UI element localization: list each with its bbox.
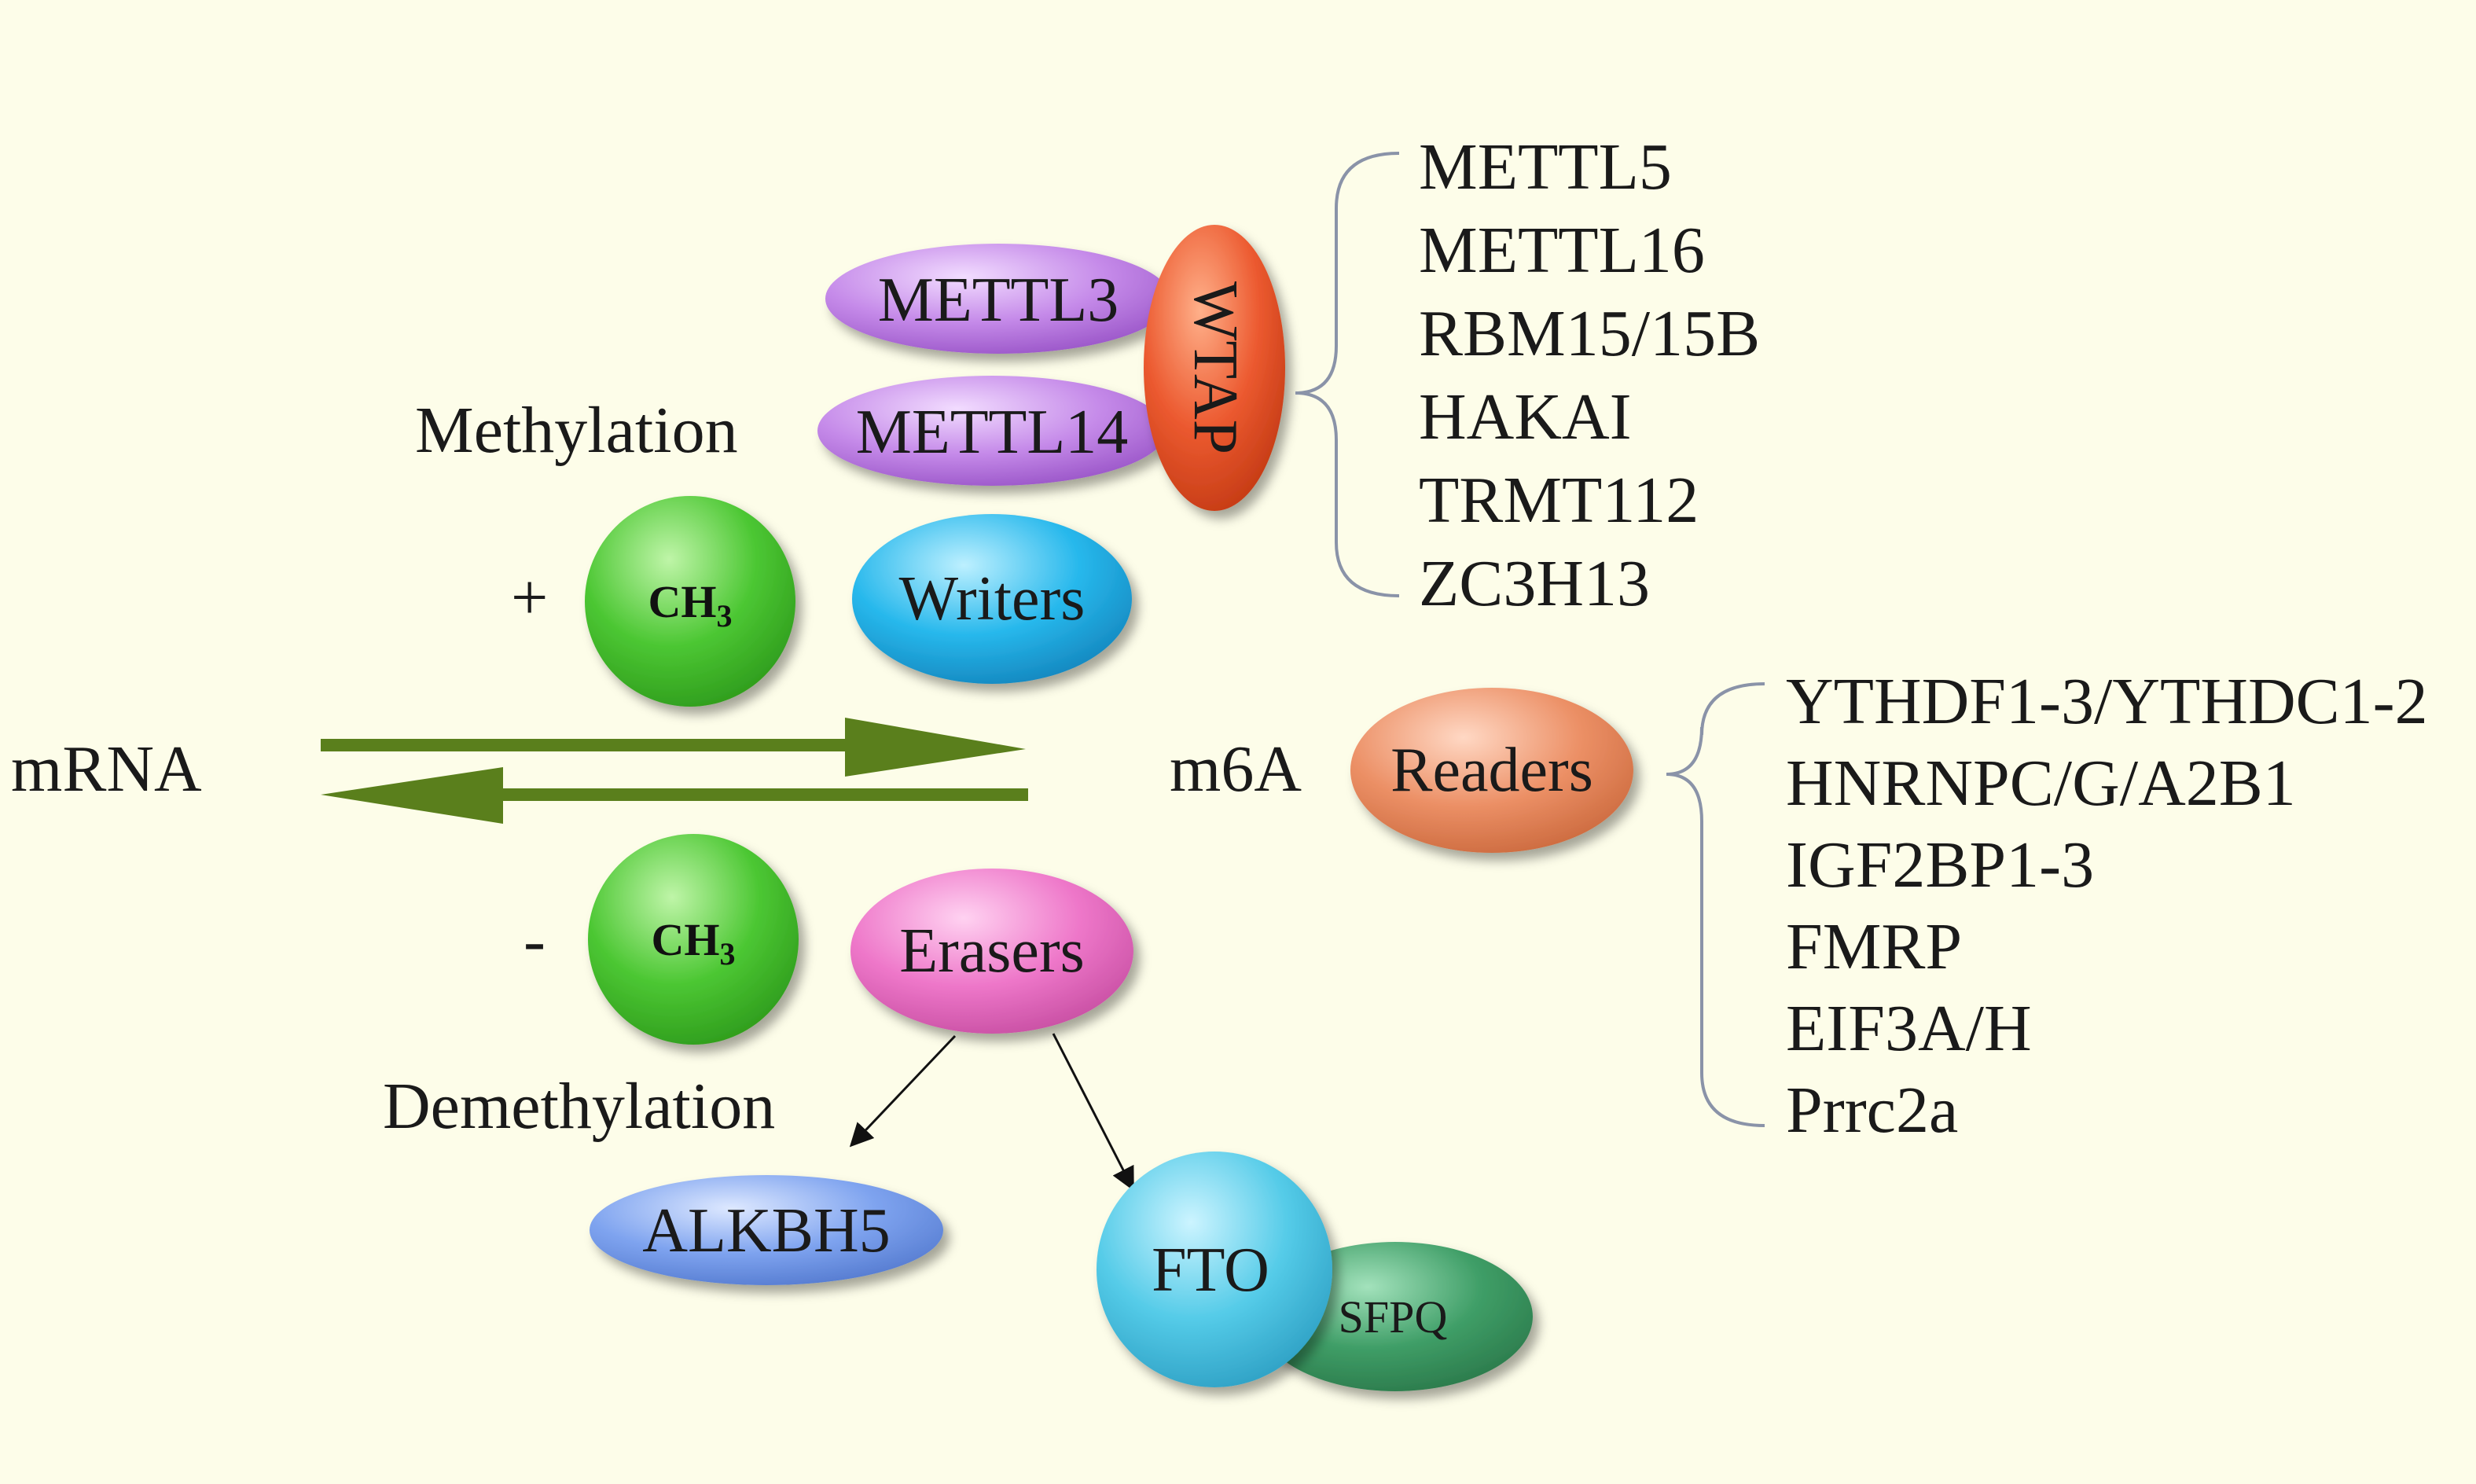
fto-label: FTO xyxy=(1152,1236,1269,1305)
alkbh5-label: ALKBH5 xyxy=(642,1196,891,1265)
mrna-label: mRNA xyxy=(11,733,202,806)
ch3-add-node: CH3 xyxy=(585,496,795,707)
writer-partners-brace xyxy=(1295,152,1400,597)
mettl3-label: METTL3 xyxy=(878,266,1119,335)
fto-node: FTO xyxy=(1097,1152,1332,1387)
writer-partner-item: RBM15/15B xyxy=(1419,297,1760,370)
ch3-remove-node: CH3 xyxy=(588,834,799,1045)
ch3-remove-subscript: 3 xyxy=(720,936,736,972)
svg-text:CH3: CH3 xyxy=(648,576,733,634)
writer-partner-item: METTL5 xyxy=(1419,130,1672,204)
sfpq-label: SFPQ xyxy=(1339,1291,1448,1343)
m6a-label: m6A xyxy=(1170,733,1302,806)
mettl3-node: METTL3 xyxy=(825,244,1171,354)
reader-proteins-brace xyxy=(1666,682,1765,1127)
arrow-to-alkbh5 xyxy=(849,1034,957,1148)
writer-partner-item: ZC3H13 xyxy=(1419,547,1650,620)
reader-protein-item: FMRP xyxy=(1786,910,1962,983)
mettl14-label: METTL14 xyxy=(856,398,1129,467)
writers-label: Writers xyxy=(899,564,1086,634)
writer-partners-list: METTL5 METTL16 RBM15/15B HAKAI TRMT112 Z… xyxy=(1419,130,1760,620)
readers-label: Readers xyxy=(1390,736,1593,805)
forward-arrow xyxy=(321,718,1026,777)
svg-text:CH3: CH3 xyxy=(652,914,736,972)
demethylation-label: Demethylation xyxy=(383,1070,775,1143)
reader-protein-item: HNRNPC/G/A2B1 xyxy=(1786,747,2296,820)
reader-protein-item: EIF3A/H xyxy=(1786,992,2032,1065)
writer-partner-item: TRMT112 xyxy=(1419,464,1699,537)
reader-proteins-list: YTHDF1-3/YTHDC1-2 HNRNPC/G/A2B1 IGF2BP1-… xyxy=(1786,665,2428,1147)
erasers-label: Erasers xyxy=(899,916,1084,986)
plus-sign: + xyxy=(511,561,548,634)
alkbh5-node: ALKBH5 xyxy=(590,1175,943,1285)
writer-partner-item: HAKAI xyxy=(1419,380,1632,454)
reverse-arrow xyxy=(321,767,1028,824)
ch3-add-subscript: 3 xyxy=(717,598,733,634)
readers-node: Readers xyxy=(1350,688,1633,853)
wtap-label: WTAP xyxy=(1181,281,1250,454)
arrow-to-fto xyxy=(1052,1033,1134,1192)
wtap-node: WTAP xyxy=(1144,225,1285,511)
methylation-label: Methylation xyxy=(415,394,738,467)
reader-protein-item: Prrc2a xyxy=(1786,1074,1958,1147)
erasers-node: Erasers xyxy=(850,869,1133,1034)
reader-protein-item: YTHDF1-3/YTHDC1-2 xyxy=(1786,665,2428,738)
ch3-remove-text: CH xyxy=(652,914,720,965)
reader-protein-item: IGF2BP1-3 xyxy=(1786,828,2094,902)
mettl14-node: METTL14 xyxy=(817,376,1166,486)
ch3-add-text: CH xyxy=(648,576,717,627)
writers-node: Writers xyxy=(852,514,1132,684)
minus-sign: - xyxy=(523,904,546,977)
writer-partner-item: METTL16 xyxy=(1419,214,1705,287)
